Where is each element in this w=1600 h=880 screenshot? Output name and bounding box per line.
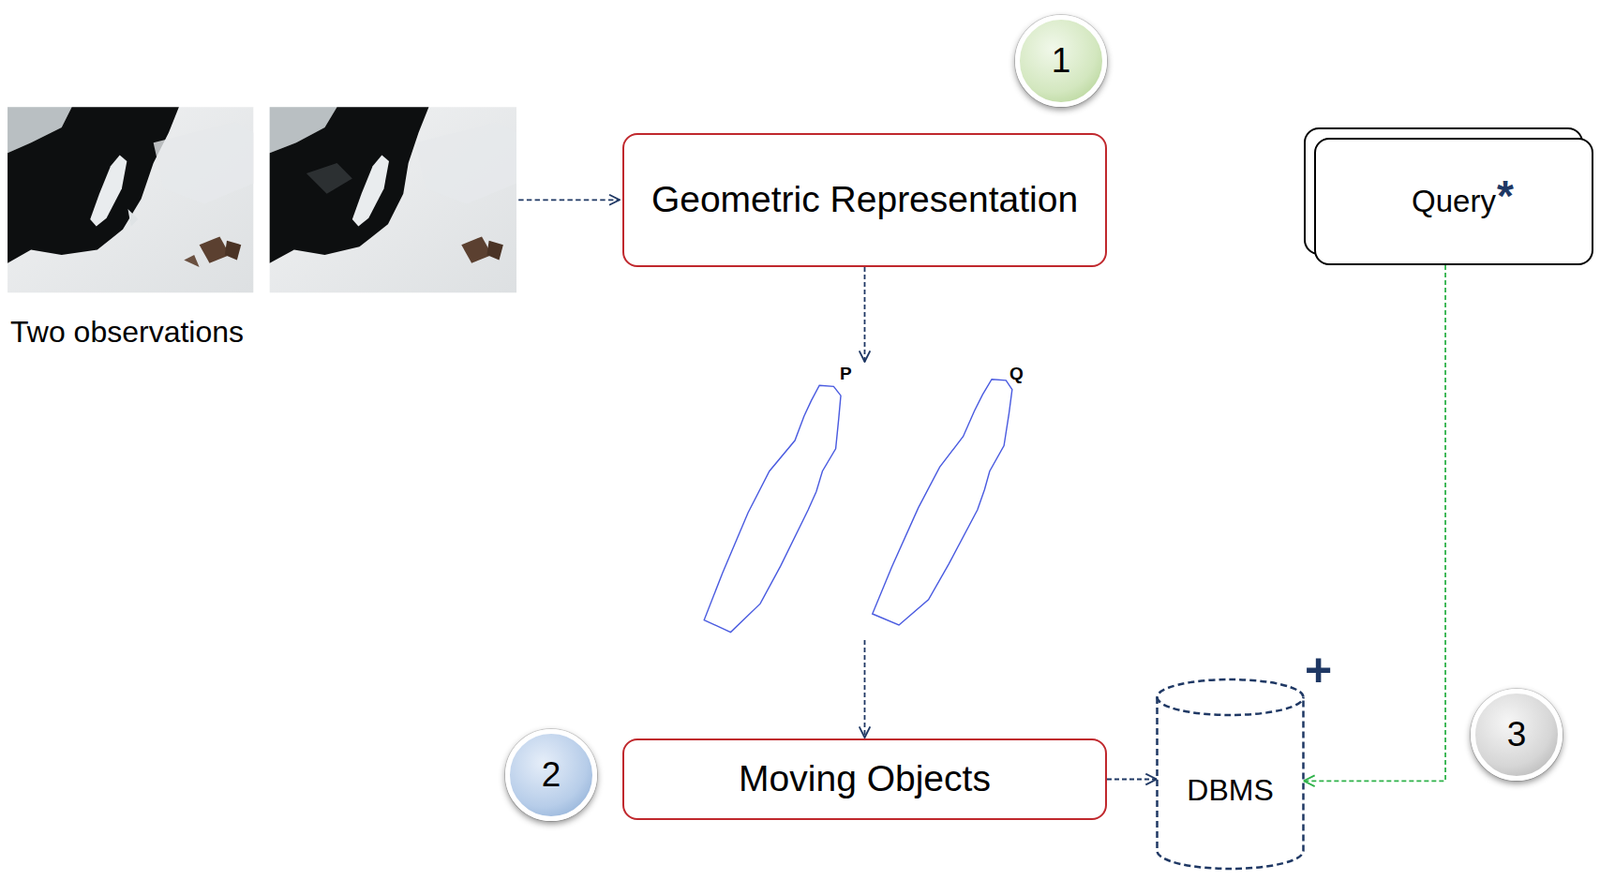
input-arrow (518, 198, 620, 201)
callout-circle: 1 (1015, 14, 1107, 107)
callout-circle: 3 (1470, 688, 1563, 781)
callout-number: 1 (1051, 41, 1072, 81)
connector-segment (1303, 265, 1446, 781)
polygon-p (703, 385, 841, 632)
database-cylinder: DBMS (1154, 676, 1306, 872)
database-label: DBMS (1186, 773, 1273, 808)
polygon-label: Q (1009, 364, 1024, 383)
plus-mark: + (1304, 646, 1332, 694)
process-box: Moving Objects (622, 738, 1107, 821)
satellite-image (269, 106, 517, 293)
connector-segment (864, 640, 867, 738)
connector (864, 267, 866, 738)
box-label: Query (1411, 183, 1496, 220)
connector-segment (864, 267, 867, 362)
callout-circle: 2 (505, 729, 598, 822)
connector-segment (1106, 778, 1157, 781)
box-label: Geometric Representation (651, 175, 1078, 225)
polygon-label: P (839, 364, 853, 383)
connector (1303, 265, 1446, 781)
box-label: Moving Objects (738, 754, 991, 805)
callout-number: 2 (541, 755, 562, 795)
process-box: Geometric Representation (622, 133, 1107, 268)
callout-number: 3 (1507, 715, 1527, 755)
asterisk-mark: * (1496, 174, 1514, 218)
caption-label: Two observations (10, 316, 244, 347)
query-box: Query (1314, 137, 1594, 266)
satellite-image (7, 106, 254, 293)
connector (1106, 778, 1157, 780)
polygon-q (872, 379, 1013, 626)
